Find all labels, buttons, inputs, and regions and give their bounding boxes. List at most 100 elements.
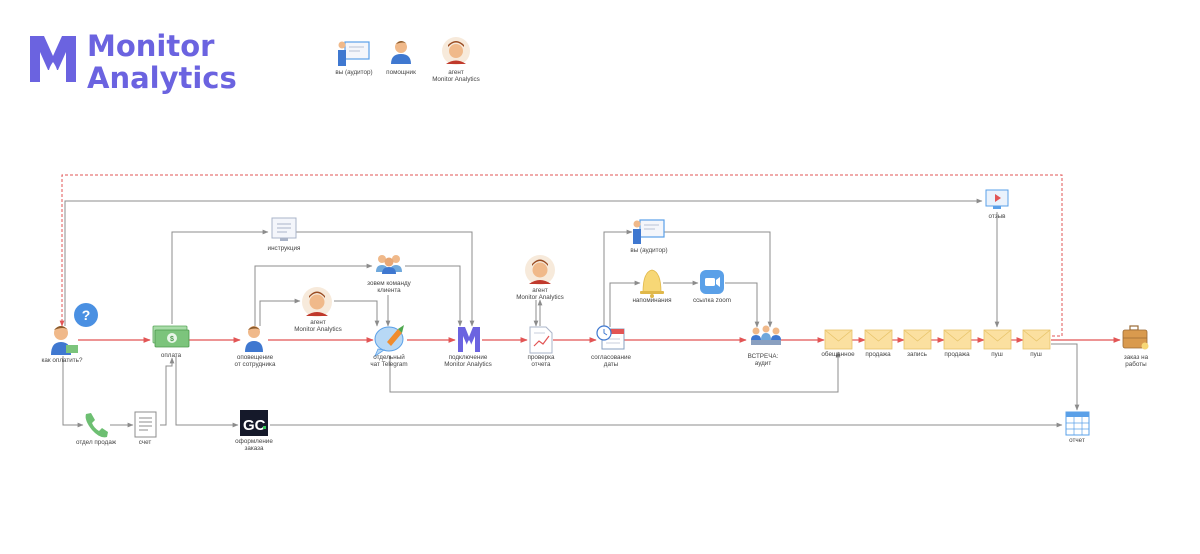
question-person-icon: ? [51, 303, 98, 355]
brand-logo: Monitor Analytics [30, 29, 237, 95]
agent-avatar-icon [442, 37, 470, 65]
agent-avatar-icon [302, 287, 332, 317]
assistant-person-icon [391, 41, 411, 64]
node-label: подключение [449, 354, 488, 361]
node-label: Monitor Analytics [516, 294, 564, 301]
envelope-icon [943, 329, 972, 350]
bell-icon [640, 269, 664, 298]
envelope-icon [864, 329, 893, 350]
node-label: отчет [1069, 437, 1085, 444]
monitor-analytics-logo-icon [458, 327, 480, 352]
node-auditor: вы (аудитор) [630, 219, 668, 254]
envelope-icon [983, 329, 1012, 350]
node-label: обещанное [821, 350, 855, 358]
money-icon: $ [152, 325, 190, 348]
legend-label-auditor: вы (аудитор) [335, 69, 372, 76]
node-label: напоминания [632, 297, 671, 304]
node-label: вы (аудитор) [630, 247, 667, 254]
svg-text:GC: GC [243, 417, 266, 434]
node-label: проверка [527, 354, 555, 361]
node-label: отдельный [373, 353, 405, 361]
node-label: аудит [755, 360, 772, 367]
node-report-check: проверка отчета [527, 326, 555, 368]
connector-line [609, 280, 641, 327]
node-label: отчета [531, 361, 551, 368]
node-label: чат Telegram [370, 361, 407, 368]
node-label: Monitor Analytics [444, 361, 492, 368]
node-label: зовем команду [367, 280, 411, 287]
monitor-document-icon [271, 217, 297, 241]
node-label: оформление [235, 438, 273, 445]
node-label: заказа [244, 445, 264, 452]
monitor-analytics-logo-icon [30, 36, 76, 86]
node-label: ссылка zoom [693, 297, 731, 304]
feedback-screen-icon [985, 189, 1009, 209]
connector-line [664, 231, 773, 328]
connector-line [175, 356, 239, 428]
node-label: счет [139, 439, 152, 446]
connector-line [171, 229, 269, 324]
connector-line [259, 298, 301, 326]
report-check-icon [529, 326, 553, 354]
telegram-chat-icon [374, 325, 404, 358]
node-how-to-pay: ? как оплатить? [42, 303, 98, 364]
node-instruction: инструкция [268, 217, 301, 252]
node-connect-monitor: подключение Monitor Analytics [444, 327, 492, 368]
connector-line [603, 229, 633, 327]
node-payment: $ оплата [152, 325, 190, 359]
node-mail-promised: обещанное [821, 329, 855, 358]
node-order-work: заказ на работы [1122, 325, 1149, 368]
node-report: отчет [1065, 411, 1090, 444]
node-label: инструкция [268, 245, 301, 252]
node-order-registration: GC оформление заказа [235, 410, 273, 452]
envelope-icon [1022, 329, 1051, 350]
node-label: отдел продаж [76, 439, 117, 446]
feedback-loop-line [59, 174, 1063, 337]
calendar-clock-icon [596, 325, 625, 350]
node-meeting: ВСТРЕЧА: аудит [748, 325, 781, 367]
node-agent-1: агент Monitor Analytics [294, 287, 342, 333]
auditor-presenter-icon [338, 41, 370, 66]
node-label: согласование [591, 354, 632, 361]
node-label: клиента [377, 287, 401, 294]
node-label: от сотрудника [235, 361, 276, 368]
auditor-presenter-icon [633, 219, 665, 244]
connector-line [254, 263, 373, 326]
node-label: агент [532, 287, 548, 294]
node-label: ВСТРЕЧА: [748, 353, 779, 360]
invoice-document-icon [134, 411, 157, 438]
connector-line [62, 356, 84, 428]
connector-line [1051, 343, 1080, 411]
employee-icon [245, 326, 263, 352]
connector-line [296, 231, 475, 327]
legend-label-agent-1: агент [448, 69, 464, 76]
node-label: работы [1125, 360, 1147, 368]
briefcase-icon [1122, 325, 1149, 350]
node-label: как оплатить? [42, 357, 83, 364]
brand-name-line-2: Analytics [87, 61, 237, 95]
node-label: оповещение [237, 354, 274, 361]
node-mail-push-1: пуш [983, 329, 1012, 358]
connector-line [405, 265, 463, 327]
node-mail-push-2: пуш [1022, 329, 1051, 358]
getcourse-logo-icon: GC [240, 410, 268, 436]
meeting-icon [751, 325, 781, 345]
connector-line [389, 351, 841, 393]
node-invite-team: зовем команду клиента [367, 255, 412, 294]
legend-label-assistant: помощник [386, 69, 416, 76]
connectors [59, 174, 1121, 428]
node-label: пуш [1030, 351, 1042, 358]
node-feedback: отзыв [985, 189, 1009, 220]
node-label: агент [310, 319, 326, 326]
legend: вы (аудитор) помощник агент Monitor Anal… [335, 37, 480, 83]
node-sales-dept: отдел продаж [76, 413, 117, 446]
envelope-icon [824, 329, 853, 350]
svg-text:?: ? [82, 307, 91, 323]
node-label: продажа [865, 351, 891, 358]
svg-text:$: $ [170, 336, 174, 343]
node-telegram-chat: отдельный чат Telegram [370, 325, 408, 368]
agent-avatar-icon [525, 255, 555, 285]
node-label: пуш [991, 351, 1003, 358]
node-label: отзыв [988, 213, 1006, 220]
node-agent-2: агент Monitor Analytics [516, 255, 564, 301]
